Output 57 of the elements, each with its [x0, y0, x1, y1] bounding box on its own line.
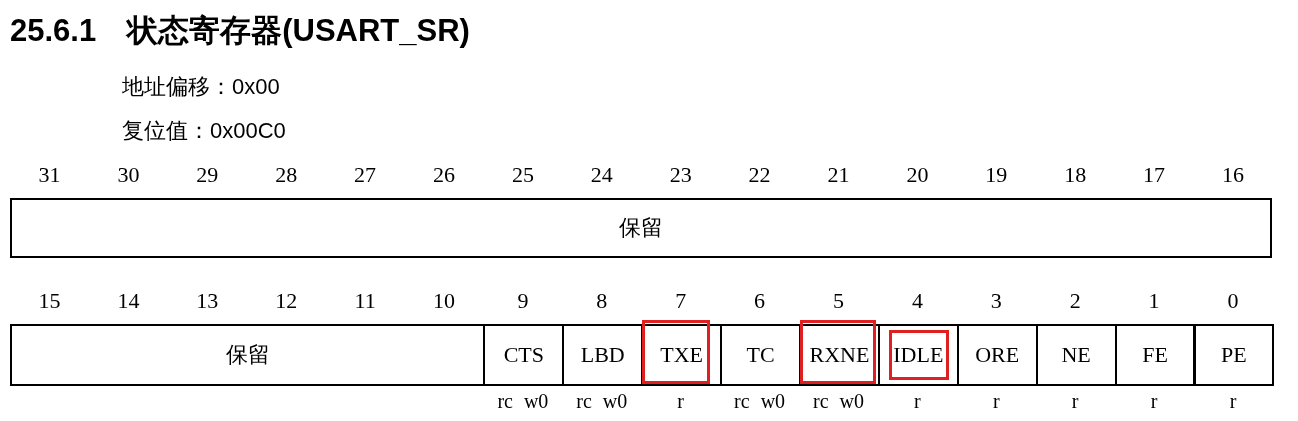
bit-number: 5 [832, 288, 845, 314]
bit-number: 28 [274, 162, 299, 188]
bit-number: 9 [516, 288, 530, 314]
bit-number: 12 [274, 288, 299, 314]
bit-number: 31 [37, 162, 62, 188]
bit-field: RXNE [799, 324, 880, 386]
bit-number: 30 [116, 162, 141, 188]
bit-field: ORE [956, 324, 1038, 386]
access-type: r [913, 390, 922, 413]
bit-number: 16 [1221, 162, 1245, 188]
bit-number: 21 [826, 162, 851, 188]
access-type: r [991, 390, 1001, 413]
bit-number: 10 [432, 288, 456, 314]
access-type: rc w0 [733, 390, 787, 413]
bit-field: TC [720, 324, 801, 386]
bit-field: PE [1193, 324, 1275, 386]
bit-number: 15 [37, 288, 62, 314]
bit-number: 27 [353, 162, 378, 188]
address-offset-text: 地址偏移：0x00 [122, 73, 280, 101]
access-type: rc w0 [812, 390, 865, 413]
bit-number: 14 [116, 288, 141, 314]
access-type: r [1070, 390, 1080, 413]
bit-number: 6 [753, 288, 767, 314]
access-type: r [676, 390, 685, 413]
bit-number: 20 [905, 162, 930, 188]
bit-number: 1 [1147, 288, 1161, 314]
bit-field: NE [1035, 324, 1117, 386]
bit-field: IDLE [877, 324, 959, 386]
bit-number: 19 [984, 162, 1009, 188]
bit-number: 17 [1142, 162, 1167, 188]
reserved-field: 保留 [10, 324, 486, 386]
bit-number: 3 [989, 288, 1003, 314]
bit-number: 13 [195, 288, 220, 314]
reserved-field: 保留 [10, 198, 1273, 258]
bit-number: 2 [1068, 288, 1082, 314]
bit-number: 29 [195, 162, 220, 188]
bit-field: FE [1114, 324, 1196, 386]
bit-number: 7 [674, 288, 688, 314]
bit-field: LBD [562, 324, 644, 386]
bit-number: 4 [910, 288, 924, 314]
bit-number: 0 [1226, 288, 1240, 314]
bit-number: 24 [589, 162, 614, 188]
bit-number: 8 [595, 288, 609, 314]
access-type: rc w0 [496, 390, 550, 413]
access-type: r [1228, 390, 1238, 413]
bit-field: TXE [641, 324, 723, 386]
bit-number: 22 [747, 162, 772, 188]
bit-number: 25 [510, 162, 535, 188]
access-type: rc w0 [575, 390, 629, 413]
bit-number: 11 [353, 288, 377, 314]
bit-number: 18 [1063, 162, 1088, 188]
heading: 25.6.1 状态寄存器(USART_SR) [10, 12, 470, 50]
access-type: r [1149, 390, 1159, 413]
reset-value-text: 复位值：0x00C0 [122, 117, 286, 145]
bit-number: 23 [668, 162, 693, 188]
bit-field: CTS [483, 324, 565, 386]
bit-number: 26 [432, 162, 456, 188]
